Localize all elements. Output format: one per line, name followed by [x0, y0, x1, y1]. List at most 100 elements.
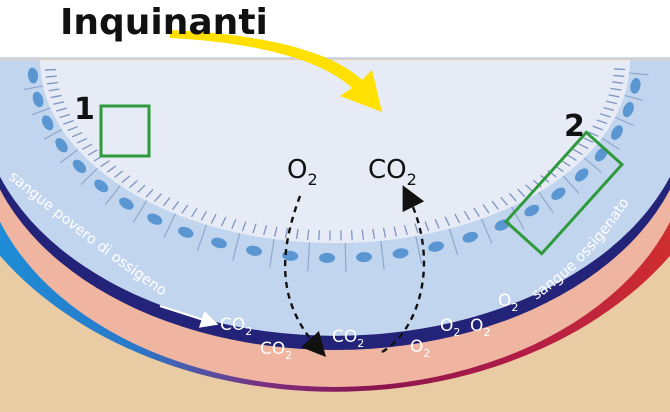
cilium: [50, 94, 62, 99]
cilium: [578, 143, 589, 150]
cilium: [71, 132, 83, 138]
nucleus: [610, 125, 623, 140]
cilium: [361, 229, 364, 240]
cilium: [603, 107, 615, 111]
top-white-area: [0, 0, 670, 58]
cilium: [414, 223, 419, 234]
cilium: [350, 230, 353, 241]
nucleus: [392, 248, 409, 259]
cilium: [592, 125, 603, 131]
nucleus: [551, 187, 566, 200]
cilium: [372, 228, 376, 239]
cilium: [596, 119, 608, 124]
cilium: [588, 131, 599, 137]
cilium: [46, 81, 59, 85]
o2-blood-4: O2: [410, 337, 430, 360]
nucleus: [119, 197, 134, 210]
nucleus: [428, 241, 445, 252]
nucleus: [462, 231, 478, 243]
cell-divider: [561, 174, 580, 194]
cilium: [100, 160, 110, 167]
cilium: [154, 193, 162, 202]
cilium: [583, 137, 594, 143]
cell-divider: [480, 217, 493, 244]
cilium: [63, 120, 74, 125]
nucleus: [356, 252, 373, 263]
cell-divider: [232, 231, 241, 261]
nucleus: [622, 101, 634, 118]
epithelial-cells: [23, 72, 649, 272]
nucleus: [246, 245, 262, 256]
nucleus: [594, 147, 608, 162]
cilium: [491, 200, 499, 210]
cell-divider: [23, 84, 46, 91]
marker-1: 1: [74, 92, 95, 127]
cell-divider: [80, 166, 100, 186]
o2-blood-1: O2: [440, 316, 460, 339]
cilium: [48, 88, 60, 92]
co2-blood-2: CO2: [260, 339, 292, 362]
nucleus: [319, 252, 336, 263]
co2-diffusion-arrow: [381, 185, 426, 354]
cilium: [231, 219, 237, 229]
cell-divider: [599, 136, 620, 151]
cell-divider: [307, 241, 311, 272]
cilium: [181, 204, 189, 214]
cell-divider: [621, 94, 644, 102]
nucleus: [211, 237, 227, 249]
cilium: [610, 87, 622, 91]
cilium: [403, 224, 408, 235]
cell-divider: [612, 115, 634, 127]
cilium: [129, 180, 138, 188]
title-inquinanti: Inquinanti: [60, 2, 268, 43]
cilium: [525, 184, 534, 193]
marker-2: 2: [564, 109, 585, 144]
co2-blood-1: CO2: [220, 315, 252, 338]
cilium: [500, 196, 508, 206]
co2-top-label: CO2: [368, 155, 417, 189]
detail-box-2: [503, 130, 625, 256]
cell-divider: [60, 147, 80, 164]
cilium: [517, 188, 526, 197]
o2-blood-2: O2: [470, 316, 490, 339]
cell-divider: [163, 212, 177, 239]
cilium: [191, 208, 198, 218]
cell-divider: [344, 241, 347, 272]
cell-divider: [414, 234, 423, 264]
detail-box-1: [99, 104, 151, 158]
cilium: [295, 228, 299, 240]
cilium: [612, 81, 624, 84]
cell-divider: [43, 127, 65, 140]
cilium: [121, 175, 131, 183]
cilium: [600, 113, 611, 118]
cilium: [45, 75, 57, 78]
cilium: [252, 223, 257, 234]
cilium: [572, 148, 583, 155]
o2-blood-3: O2: [498, 291, 518, 314]
cilium: [606, 100, 618, 105]
cilium: [163, 197, 171, 206]
o2-diffusion-arrow: [283, 195, 327, 357]
cilium: [567, 154, 577, 161]
cilium: [393, 226, 397, 237]
cell-divider: [104, 183, 122, 205]
cilium: [613, 74, 625, 77]
cell-divider: [510, 205, 525, 230]
nucleus: [147, 213, 163, 225]
cilium: [560, 159, 571, 167]
cell-divider: [582, 155, 602, 173]
cilium: [53, 101, 65, 105]
cilium: [87, 149, 98, 156]
cell-divider: [626, 72, 649, 76]
cilium: [454, 213, 461, 224]
cilium: [263, 225, 267, 236]
cell-divider: [269, 237, 275, 268]
nucleus: [94, 179, 109, 193]
cilium: [114, 170, 124, 178]
nucleus: [55, 138, 68, 153]
cilium: [473, 207, 480, 217]
cilium: [424, 221, 430, 232]
co2-blood-3: CO2: [332, 327, 364, 350]
